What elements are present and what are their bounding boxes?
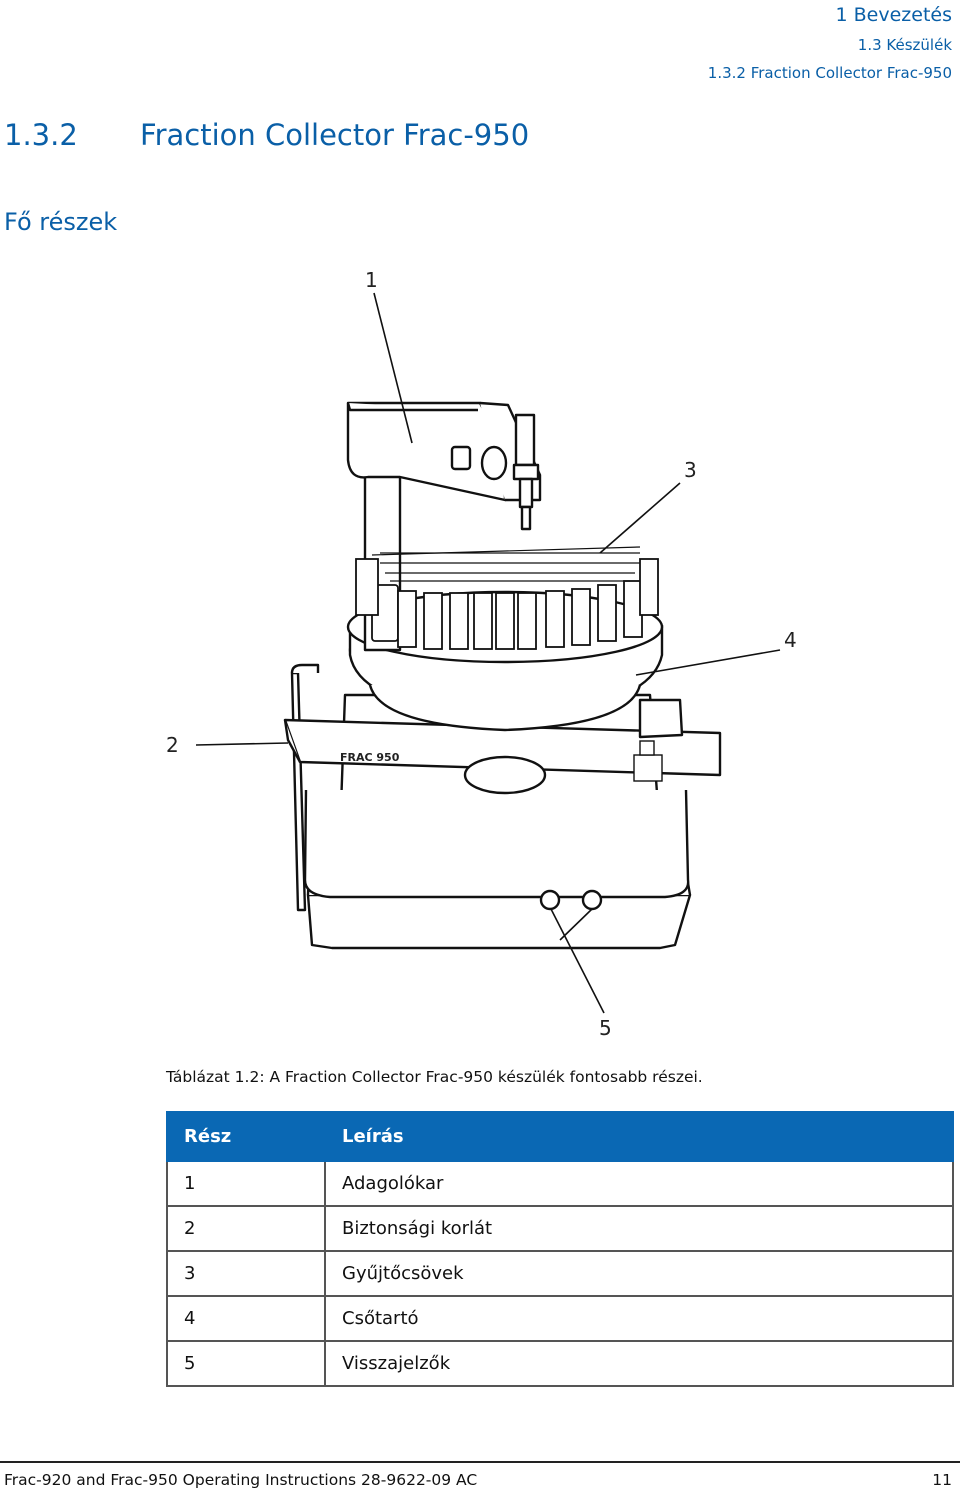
cell-part: 1 <box>166 1160 326 1207</box>
page-number: 11 <box>932 1471 952 1489</box>
section-heading: 1.3.2 Fraction Collector Frac-950 <box>4 118 529 152</box>
section-number: 1.3.2 <box>4 118 78 152</box>
subheading: Fő részek <box>4 208 118 236</box>
running-header-section: 1.3 Készülék <box>857 36 952 54</box>
callout-5: 5 <box>599 1016 612 1040</box>
cell-part: 4 <box>166 1295 326 1342</box>
table-caption: Táblázat 1.2: A Fraction Collector Frac-… <box>166 1068 703 1086</box>
table-row: 1 Adagolókar <box>166 1160 954 1207</box>
barrier-label: FRAC 950 <box>340 751 400 764</box>
column-header-part: Rész <box>166 1111 326 1162</box>
cell-description: Adagolókar <box>324 1160 954 1207</box>
running-header-subsection: 1.3.2 Fraction Collector Frac-950 <box>707 64 952 82</box>
cell-part: 2 <box>166 1205 326 1252</box>
cell-description: Biztonsági korlát <box>324 1205 954 1252</box>
section-title: Fraction Collector Frac-950 <box>140 118 530 152</box>
cell-description: Gyűjtőcsövek <box>324 1250 954 1297</box>
cell-part: 3 <box>166 1250 326 1297</box>
callout-1: 1 <box>365 268 378 292</box>
cell-description: Csőtartó <box>324 1295 954 1342</box>
callout-2: 2 <box>166 733 179 757</box>
column-header-description: Leírás <box>324 1111 954 1162</box>
footer-divider <box>0 1461 960 1463</box>
table-row: 2 Biztonsági korlát <box>166 1205 954 1252</box>
table-row: 3 Gyűjtőcsövek <box>166 1250 954 1297</box>
callout-3: 3 <box>684 458 697 482</box>
running-header-chapter: 1 Bevezetés <box>835 4 953 26</box>
cell-description: Visszajelzők <box>324 1340 954 1387</box>
table-header-row: Rész Leírás <box>166 1111 954 1162</box>
table-row: 4 Csőtartó <box>166 1295 954 1342</box>
footer-document-title: Frac-920 and Frac-950 Operating Instruct… <box>4 1471 478 1489</box>
cell-part: 5 <box>166 1340 326 1387</box>
fraction-collector-illustration: FRAC 950 1 2 3 4 5 <box>166 268 797 1040</box>
parts-table: Rész Leírás 1 Adagolókar 2 Biztonsági ko… <box>166 1111 954 1387</box>
callout-4: 4 <box>784 628 797 652</box>
table-row: 5 Visszajelzők <box>166 1340 954 1387</box>
